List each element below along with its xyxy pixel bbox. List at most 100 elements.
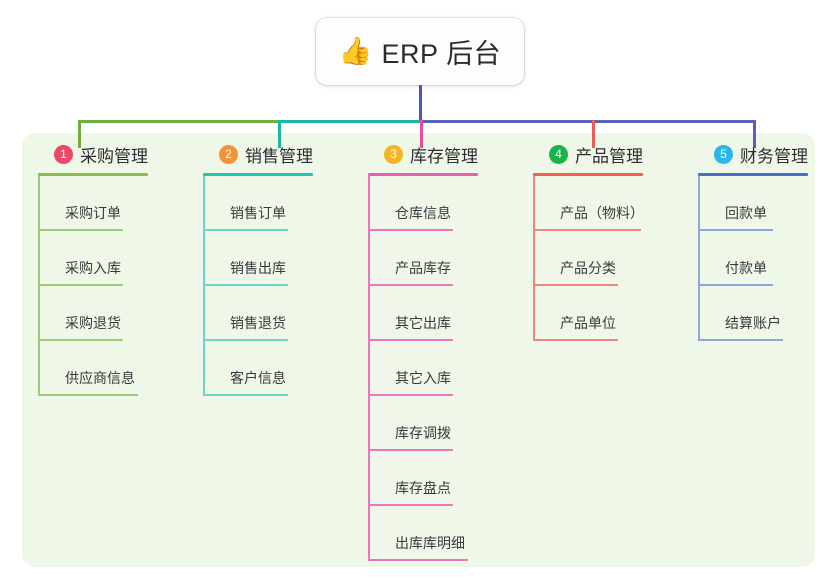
item-connector-line (203, 231, 205, 286)
branch-item-underline (368, 284, 453, 286)
item-connector-line (38, 176, 40, 231)
branch-item-underline (368, 339, 453, 341)
item-connector-line (698, 286, 700, 341)
branch-item-underline (38, 284, 123, 286)
branch-item[interactable]: 仓库信息 (368, 176, 483, 231)
branch-item-label: 库存盘点 (395, 480, 451, 496)
branch-item-underline (698, 284, 773, 286)
item-connector-line (203, 341, 205, 396)
item-connector-line (203, 176, 205, 231)
bus-segment-teal (278, 120, 420, 123)
branch-item-underline (698, 339, 783, 341)
branch-item[interactable]: 产品分类 (533, 231, 648, 286)
branch-item-underline (698, 229, 773, 231)
branch-item[interactable]: 回款单 (698, 176, 813, 231)
branch-title: 库存管理 (410, 146, 478, 166)
branch-item[interactable]: 其它入库 (368, 341, 483, 396)
branch-item-label: 采购入库 (65, 260, 121, 276)
branch-item[interactable]: 采购入库 (38, 231, 153, 286)
branch-item-label: 库存调拨 (395, 425, 451, 441)
branch-underline (698, 173, 808, 176)
branch-title: 销售管理 (245, 146, 313, 166)
root-stem (419, 85, 422, 123)
branch-item[interactable]: 采购订单 (38, 176, 153, 231)
branch-item[interactable]: 结算账户 (698, 286, 813, 341)
branch-item[interactable]: 产品库存 (368, 231, 483, 286)
branch-drop-4 (592, 120, 595, 148)
branch-item[interactable]: 产品单位 (533, 286, 648, 341)
branch-item-underline (368, 449, 453, 451)
branch-item-label: 销售订单 (230, 205, 286, 221)
branch-item-label: 供应商信息 (65, 370, 135, 386)
branch-number-badge: 5 (714, 144, 733, 164)
item-connector-line (38, 286, 40, 341)
root-node-label: ERP 后台 (381, 39, 502, 69)
branch-item-underline (368, 504, 453, 506)
branch-item-label: 销售出库 (230, 260, 286, 276)
branch-item[interactable]: 销售出库 (203, 231, 318, 286)
branch-number-badge: 2 (219, 144, 238, 164)
branch-item-label: 客户信息 (230, 370, 286, 386)
branch-item[interactable]: 其它出库 (368, 286, 483, 341)
branch-header-3[interactable]: 3 库存管理 (368, 141, 483, 167)
branch-item-label: 结算账户 (725, 315, 781, 331)
item-connector-line (698, 176, 700, 231)
branch-column-3[interactable]: 3 库存管理仓库信息产品库存其它出库其它入库库存调拨库存盘点出库库明细 (368, 141, 483, 561)
bus-segment-blue (420, 120, 755, 123)
branch-item-label: 销售退货 (230, 315, 286, 331)
branch-item[interactable]: 销售退货 (203, 286, 318, 341)
branch-item-list: 销售订单销售出库销售退货客户信息 (203, 176, 318, 396)
branch-item-underline (203, 284, 288, 286)
branch-item-label: 出库库明细 (395, 535, 465, 551)
branch-title: 采购管理 (80, 146, 148, 166)
branch-number-badge: 3 (384, 144, 403, 164)
item-connector-line (698, 231, 700, 286)
item-connector-line (368, 286, 370, 341)
branch-item-underline (38, 394, 138, 396)
bus-segment-green (78, 120, 278, 123)
branch-item-underline (203, 229, 288, 231)
branch-item-label: 产品分类 (560, 260, 616, 276)
branch-item[interactable]: 客户信息 (203, 341, 318, 396)
item-connector-line (533, 231, 535, 286)
item-connector-line (368, 451, 370, 506)
branch-underline (368, 173, 478, 176)
branch-item[interactable]: 供应商信息 (38, 341, 153, 396)
branch-drop-5 (753, 120, 756, 148)
branch-drop-1 (78, 120, 81, 148)
branch-item-list: 回款单付款单结算账户 (698, 176, 813, 341)
branch-item[interactable]: 产品（物料） (533, 176, 648, 231)
root-node[interactable]: 👍 ERP 后台 (316, 18, 524, 85)
item-connector-line (533, 286, 535, 341)
branch-item[interactable]: 采购退货 (38, 286, 153, 341)
branch-item[interactable]: 出库库明细 (368, 506, 483, 561)
branch-item-underline (203, 394, 288, 396)
branch-item-underline (368, 559, 468, 561)
item-connector-line (368, 341, 370, 396)
branch-header-2[interactable]: 2 销售管理 (203, 141, 318, 167)
branch-item[interactable]: 库存调拨 (368, 396, 483, 451)
item-connector-line (38, 231, 40, 286)
item-connector-line (533, 176, 535, 231)
branch-item-underline (533, 339, 618, 341)
branch-item-label: 付款单 (725, 260, 767, 276)
branch-underline (203, 173, 313, 176)
branch-underline (533, 173, 643, 176)
branch-item[interactable]: 销售订单 (203, 176, 318, 231)
branch-item-label: 回款单 (725, 205, 767, 221)
branch-item-underline (203, 339, 288, 341)
branch-item[interactable]: 库存盘点 (368, 451, 483, 506)
branch-item-list: 仓库信息产品库存其它出库其它入库库存调拨库存盘点出库库明细 (368, 176, 483, 561)
item-connector-line (368, 506, 370, 561)
item-connector-line (368, 396, 370, 451)
branch-item[interactable]: 付款单 (698, 231, 813, 286)
branch-column-2[interactable]: 2 销售管理销售订单销售出库销售退货客户信息 (203, 141, 318, 396)
branch-drop-2 (278, 120, 281, 148)
